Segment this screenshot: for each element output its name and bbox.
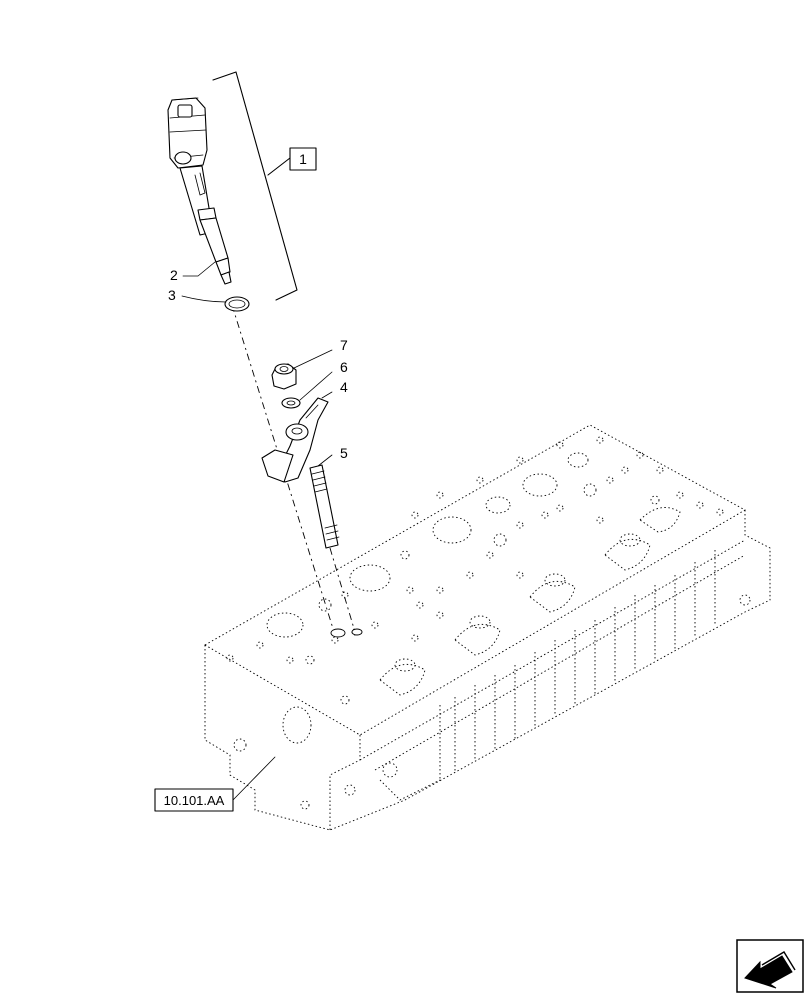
assembly-callout-box: [289, 147, 317, 171]
callout-4: 4: [340, 379, 348, 395]
assembly-callout: 1: [299, 151, 307, 167]
stud: [309, 464, 340, 549]
seal-ring: [224, 296, 250, 312]
stud-hole: [351, 628, 363, 636]
reference-label[interactable]: 10.101.AA: [164, 793, 225, 808]
stud-centerline: [329, 547, 356, 633]
clamp: [261, 397, 329, 483]
assembly-bracket: [212, 71, 298, 301]
reference-box[interactable]: [154, 788, 234, 812]
injector: [167, 97, 232, 285]
injector-bore: [330, 628, 346, 638]
callout-3: 3: [168, 287, 176, 303]
washer: [281, 397, 301, 409]
arrow-nav-icon[interactable]: [736, 939, 804, 993]
cylinder-head: [204, 424, 771, 831]
callout-5: 5: [340, 445, 348, 461]
nut: [271, 363, 297, 390]
callout-7: 7: [340, 337, 348, 353]
callout-2: 2: [170, 267, 178, 283]
callout-6: 6: [340, 359, 348, 375]
